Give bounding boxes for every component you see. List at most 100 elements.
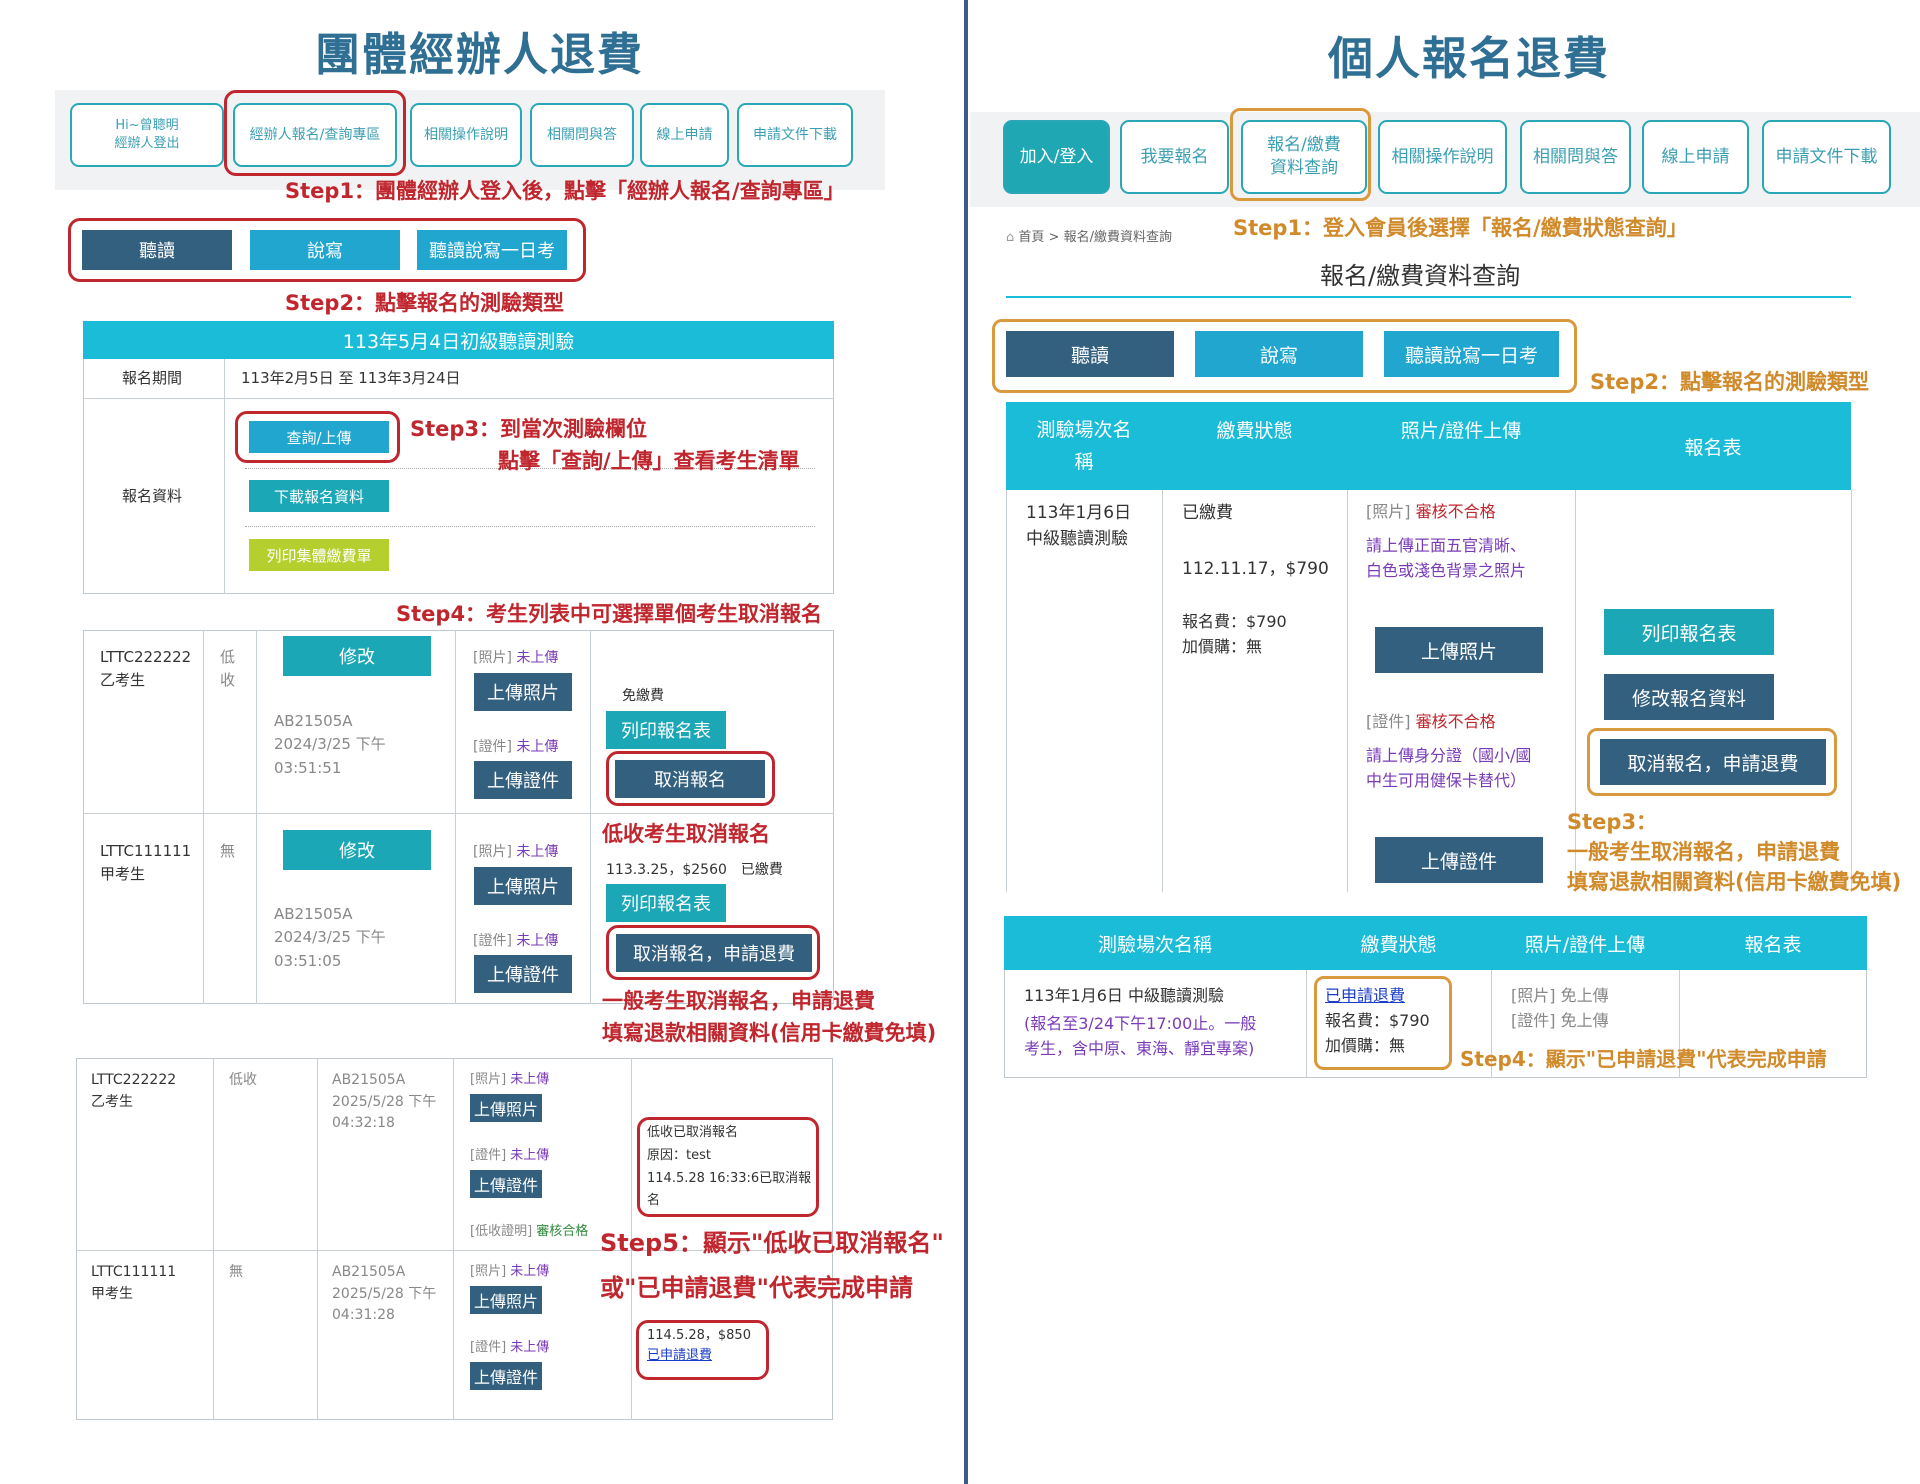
query-upload-button[interactable]: 查詢/上傳 xyxy=(249,421,389,453)
left-tab-combined[interactable]: 聽讀說寫一日考 xyxy=(417,230,567,270)
nav-query[interactable]: 報名/繳費 資料查詢 xyxy=(1241,120,1367,194)
left-step1: Step1：團體經辦人登入後，點擊「經辦人報名/查詢專區」 xyxy=(285,179,845,203)
print-group-bill-button[interactable]: 列印集體繳費單 xyxy=(249,539,389,571)
id-status: [證件] 未上傳 xyxy=(473,933,559,949)
upload-id-button[interactable]: 上傳證件 xyxy=(474,761,572,799)
highlight-cancel-low-income xyxy=(606,751,775,806)
candidate-id: LTTC222222 xyxy=(100,648,192,666)
right-step2: Step2：點擊報名的測驗類型 xyxy=(1590,370,1870,394)
nav-apply[interactable]: 線上申請 xyxy=(1642,120,1749,194)
title-underline xyxy=(1006,296,1851,298)
upload-photo-button[interactable]: 上傳照片 xyxy=(1375,627,1543,673)
cancel-refund-button[interactable]: 取消報名，申請退費 xyxy=(616,934,812,972)
right-step4: Step4：顯示"已申請退費"代表完成申請 xyxy=(1460,1047,1827,1071)
nav-login[interactable]: 加入/登入 xyxy=(1003,120,1110,194)
nav-faq[interactable]: 相關問與答 xyxy=(530,103,634,167)
exam-note: (報名至3/24下午17:00止。一般考生，含中原、東海、靜宜專案) xyxy=(1024,1014,1257,1058)
fee-status: 免繳費 xyxy=(622,688,664,704)
candidate-name: 乙考生 xyxy=(100,671,146,690)
nav-docs[interactable]: 申請文件下載 xyxy=(737,103,853,167)
fee-status: 113.3.25，$2560 已繳費 xyxy=(606,862,783,878)
payment-status: 已繳費 xyxy=(1182,503,1233,523)
header-upload-2: 照片/證件上傳 xyxy=(1491,916,1679,970)
upload-id-button[interactable]: 上傳證件 xyxy=(470,1362,542,1390)
info-label: 報名資料 xyxy=(122,487,183,505)
upload-id-button[interactable]: 上傳證件 xyxy=(1375,837,1543,883)
id-status: [證件] 未上傳 xyxy=(470,1340,550,1355)
note-general-2: 填寫退款相關資料(信用卡繳費免填) xyxy=(602,1021,937,1045)
cancel-registration-button[interactable]: 取消報名 xyxy=(615,760,765,798)
id-status: [證件] 未上傳 xyxy=(470,1148,550,1163)
edit-button[interactable]: 修改 xyxy=(283,636,431,676)
cancel-refund-button[interactable]: 取消報名，申請退費 xyxy=(1600,739,1826,785)
right-title: 個人報名退費 xyxy=(1328,32,1611,85)
nav-faq[interactable]: 相關問與答 xyxy=(1520,120,1631,194)
nav-apply[interactable]: 線上申請 xyxy=(640,103,729,167)
upload-photo-button[interactable]: 上傳照片 xyxy=(474,673,572,711)
dotted-divider-2 xyxy=(245,526,815,527)
highlight-query-button xyxy=(235,411,400,463)
photo-status: [照片] 審核不合格 xyxy=(1366,502,1496,521)
table-row: LTTC222222 乙考生 xyxy=(100,646,191,693)
highlight-nav-query xyxy=(1230,108,1371,201)
right-tab-listening[interactable]: 聽讀 xyxy=(1006,331,1174,377)
left-step5-line2: 或"已申請退費"代表完成申請 xyxy=(600,1274,914,1302)
upload-exempt: [照片] 免上傳[證件] 免上傳 xyxy=(1511,986,1609,1030)
right-tab-combined[interactable]: 聽讀說寫一日考 xyxy=(1384,331,1559,377)
period-value: 113年2月5日 至 113年3月24日 xyxy=(241,369,461,387)
left-step3-line2: 點擊「查詢/上傳」查看考生清單 xyxy=(498,449,800,473)
candidate-type: 無 xyxy=(220,842,236,860)
print-form-button[interactable]: 列印報名表 xyxy=(1604,609,1774,655)
refund-applied-link[interactable]: 已申請退費 xyxy=(647,1348,713,1364)
upload-id-button[interactable]: 上傳證件 xyxy=(474,955,572,993)
payment-detail: 112.11.17，$790 xyxy=(1182,559,1329,579)
header-upload: 照片/證件上傳 xyxy=(1347,402,1575,456)
note-low-income: 低收考生取消報名 xyxy=(602,822,770,846)
proof-status: [低收證明] 審核合格 xyxy=(470,1224,589,1239)
upload-photo-button[interactable]: 上傳照片 xyxy=(474,867,572,905)
header-form-2: 報名表 xyxy=(1679,916,1867,970)
nav-help[interactable]: 相關操作說明 xyxy=(410,103,522,167)
edit-registration-button[interactable]: 修改報名資料 xyxy=(1604,674,1774,720)
nav-help[interactable]: 相關操作說明 xyxy=(1378,120,1507,194)
period-label: 報名期間 xyxy=(122,369,183,387)
candidate-id: LTTC111111 xyxy=(91,1264,177,1280)
photo-status: [照片] 未上傳 xyxy=(470,1072,550,1087)
download-data-button[interactable]: 下載報名資料 xyxy=(249,480,389,512)
upload-photo-button[interactable]: 上傳照片 xyxy=(470,1094,542,1122)
header-exam-name-2: 測驗場次名稱 xyxy=(1004,916,1306,970)
print-form-button[interactable]: 列印報名表 xyxy=(606,711,726,749)
refund-applied-link[interactable]: 已申請退費 xyxy=(1325,986,1406,1005)
header-exam-name: 測驗場次名 稱 xyxy=(1006,402,1162,490)
nav-agent-zone[interactable]: 經辦人報名/查詢專區 xyxy=(233,103,397,167)
edit-button[interactable]: 修改 xyxy=(283,830,431,870)
candidate-id: LTTC111111 xyxy=(100,842,192,860)
left-tab-listening[interactable]: 聽讀 xyxy=(82,230,232,270)
left-title: 團體經辦人退費 xyxy=(315,28,645,81)
upload-photo-button[interactable]: 上傳照片 xyxy=(470,1286,542,1314)
right-step3-line2: 一般考生取消報名，申請退費 xyxy=(1567,840,1840,864)
candidate-type: 低收 xyxy=(229,1072,257,1088)
right-step3-line3: 填寫退款相關資料(信用卡繳費免填) xyxy=(1567,870,1902,894)
nav-docs[interactable]: 申請文件下載 xyxy=(1762,120,1891,194)
highlight-agent-zone xyxy=(224,90,406,176)
nav-greeting-logout[interactable]: Hi~曾聰明 經辦人登出 xyxy=(70,103,224,167)
highlight-cancel-result xyxy=(637,1117,819,1217)
left-step3-line1: Step3：到當次測驗欄位 xyxy=(410,417,648,441)
highlight-refund-result xyxy=(636,1320,769,1380)
print-form-button[interactable]: 列印報名表 xyxy=(606,884,726,922)
right-tab-speaking[interactable]: 說寫 xyxy=(1195,331,1363,377)
upload-id-button[interactable]: 上傳證件 xyxy=(470,1170,542,1198)
nav-register[interactable]: 我要報名 xyxy=(1120,120,1229,194)
left-tab-speaking[interactable]: 說寫 xyxy=(250,230,400,270)
highlight-exam-types xyxy=(68,218,586,282)
